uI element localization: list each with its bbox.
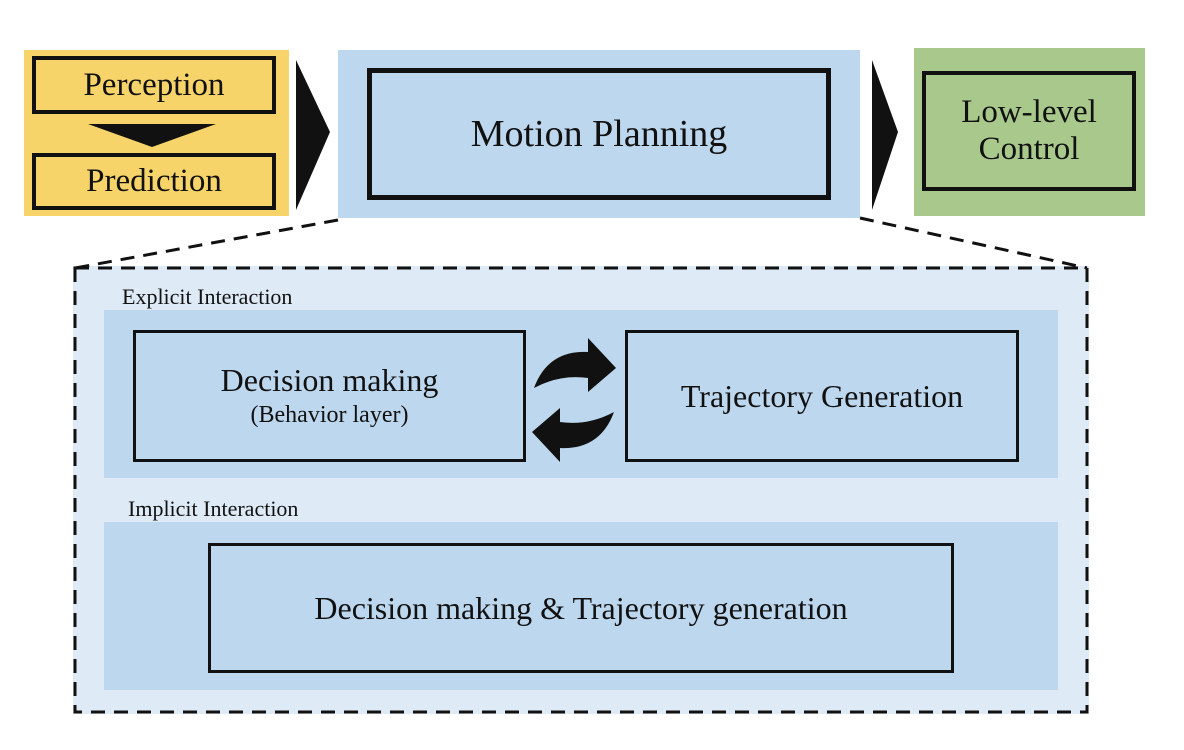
decision-making-title: Decision making: [220, 362, 439, 399]
motion-planning-box: Motion Planning: [367, 68, 831, 200]
chevron-right-icon: [296, 60, 330, 210]
prediction-box: Prediction: [32, 153, 276, 210]
low-level-control-line2: Control: [978, 131, 1080, 167]
low-level-control-box: Low-level Control: [922, 71, 1136, 191]
chevron-right-icon: [872, 60, 898, 210]
trajectory-generation-box: Trajectory Generation: [625, 330, 1019, 462]
explicit-interaction-label: Explicit Interaction: [122, 284, 293, 309]
implicit-interaction-label: Implicit Interaction: [128, 496, 299, 521]
perception-box: Perception: [32, 56, 276, 114]
behavior-layer-subtitle: (Behavior layer): [250, 401, 409, 428]
decision-making-box: Decision making (Behavior layer): [133, 330, 526, 462]
low-level-control-line1: Low-level: [961, 94, 1097, 131]
decision-trajectory-combined-box: Decision making & Trajectory generation: [208, 543, 954, 673]
